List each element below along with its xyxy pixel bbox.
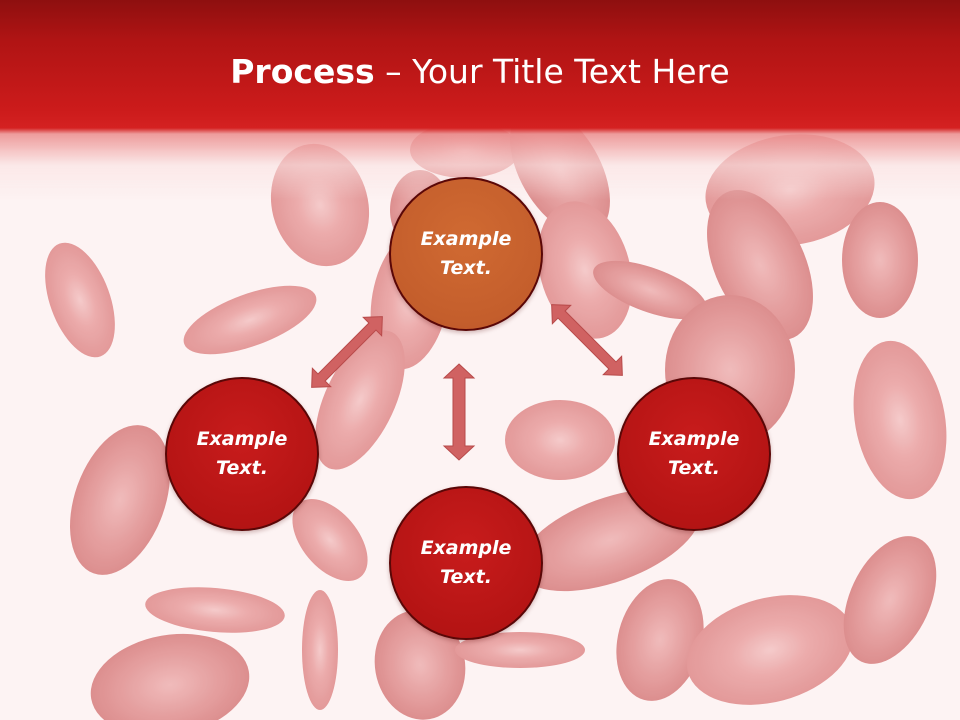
node-bottom-line1: Example bbox=[420, 537, 512, 559]
node-top-line2: Text. bbox=[440, 257, 492, 279]
process-node-top[interactable]: Example Text. bbox=[389, 177, 543, 331]
node-right-line1: Example bbox=[648, 428, 740, 450]
header-band bbox=[0, 0, 960, 200]
node-left-line2: Text. bbox=[216, 457, 268, 479]
process-node-left[interactable]: Example Text. bbox=[165, 377, 319, 531]
arrow-center-vertical bbox=[442, 363, 476, 461]
title-bold: Process bbox=[230, 52, 375, 91]
arrow-top-right bbox=[551, 304, 623, 376]
arrow-top-left bbox=[311, 316, 383, 388]
node-left-line1: Example bbox=[196, 428, 288, 450]
process-node-right[interactable]: Example Text. bbox=[617, 377, 771, 531]
slide-title: Process – Your Title Text Here bbox=[0, 52, 960, 91]
process-node-bottom[interactable]: Example Text. bbox=[389, 486, 543, 640]
node-bottom-line2: Text. bbox=[440, 566, 492, 588]
node-top-line1: Example bbox=[420, 228, 512, 250]
node-right-line2: Text. bbox=[668, 457, 720, 479]
title-rest: – Your Title Text Here bbox=[374, 52, 730, 91]
